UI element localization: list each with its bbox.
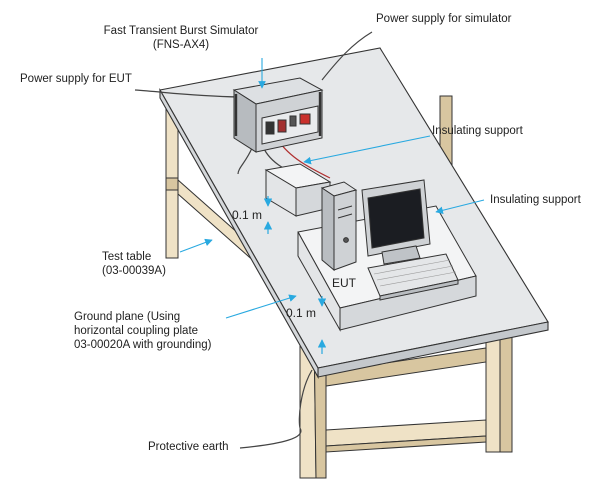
- simulator-name-label: Fast Transient Burst Simulator: [103, 25, 259, 37]
- eut-pc-tower: [320, 181, 358, 272]
- ground-plane-label-line2: horizontal coupling plate: [74, 325, 199, 337]
- fns-ax4-simulator: [232, 77, 324, 153]
- power-supply-eut-label: Power supply for EUT: [20, 73, 132, 85]
- ground-plane-label-line3: 03-00020A with grounding): [74, 339, 212, 351]
- power-supply-simulator-label: Power supply for simulator: [376, 13, 512, 25]
- insulating-support-label-1: Insulating support: [432, 125, 523, 137]
- dimension-label-upper: 0.1 m: [232, 208, 263, 222]
- test-table-label-line1: Test table: [102, 251, 152, 263]
- simulator-model-label: (FNS-AX4): [152, 39, 210, 51]
- eut-label: EUT: [332, 276, 356, 290]
- test-table-label-line2: (03-00039A): [102, 265, 166, 277]
- leader-lines: [179, 58, 485, 319]
- eut-monitor: [361, 179, 431, 265]
- ground-plane-label-line1: Ground plane (Using: [74, 311, 181, 323]
- protective-earth-label: Protective earth: [148, 441, 229, 453]
- dimension-label-lower: 0.1 m: [286, 306, 317, 320]
- eut-keyboard: [367, 253, 459, 301]
- insulating-support-label-2: Insulating support: [490, 194, 581, 206]
